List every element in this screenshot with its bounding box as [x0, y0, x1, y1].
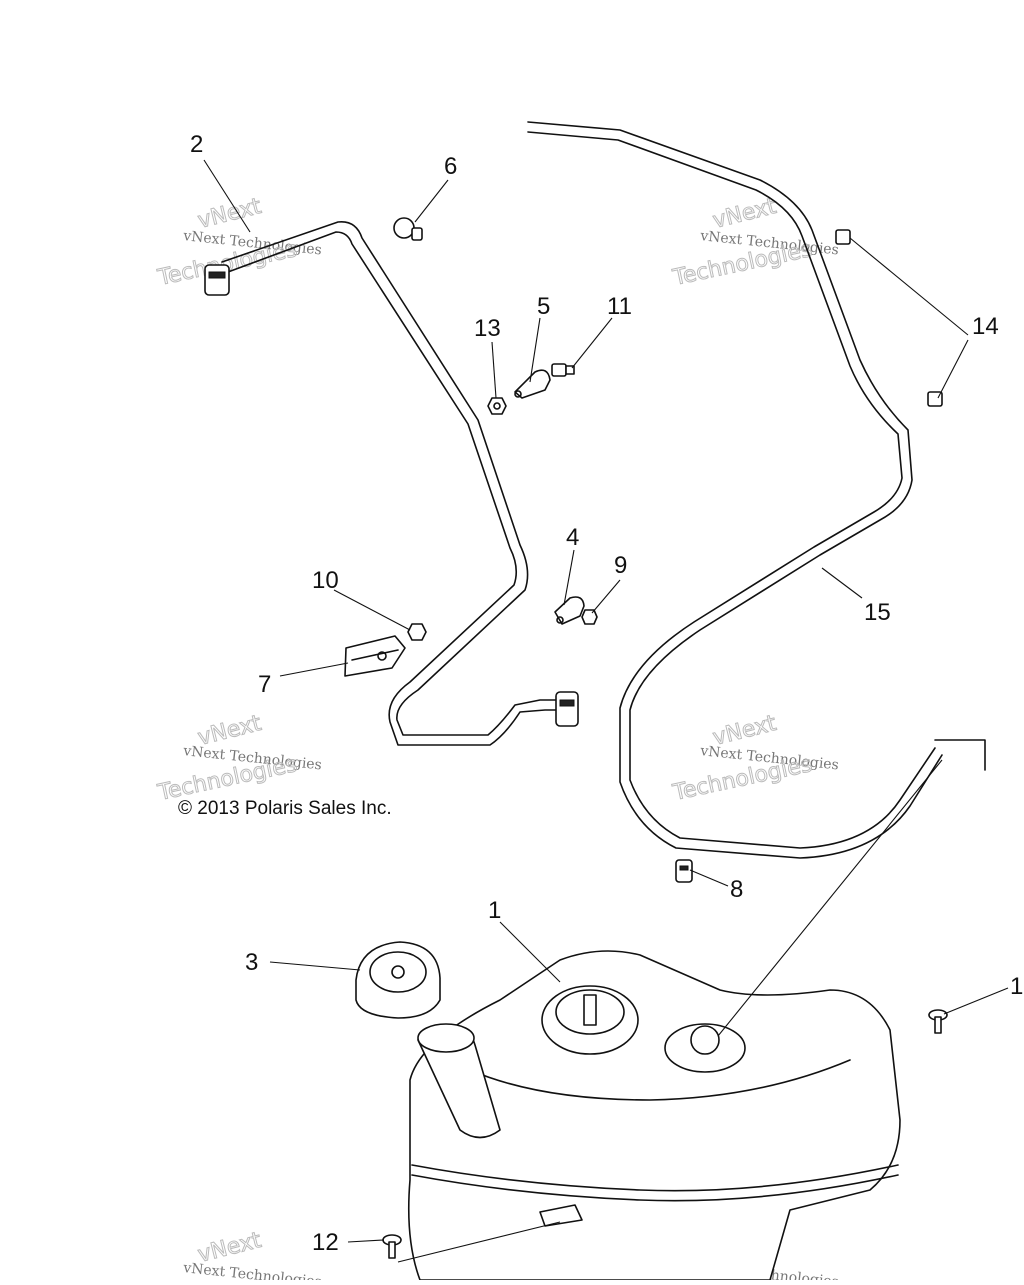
callout-13: 13 [474, 315, 501, 342]
nut-10 [407, 623, 427, 641]
vent-hose-left [204, 221, 579, 746]
fuel-tank [407, 950, 901, 1281]
callout-10: 10 [312, 567, 339, 594]
nut-9 [581, 609, 598, 625]
callout-5: 5 [537, 293, 550, 320]
callout-14: 14 [972, 313, 999, 340]
screw-11 [551, 363, 575, 377]
callout-7: 7 [258, 671, 271, 698]
copyright-notice: © 2013 Polaris Sales Inc. [178, 798, 392, 819]
screw-12-right [928, 1009, 948, 1034]
callout-12: 12 [312, 1229, 339, 1256]
clip-14-lower [927, 391, 943, 407]
screw-12-lower [382, 1234, 402, 1259]
watermark-top-right: vNext vNext Technologies Technologies [670, 193, 840, 291]
callout-9: 9 [614, 552, 627, 579]
callout-8: 8 [730, 876, 743, 903]
callout-3: 3 [245, 949, 258, 976]
callout-15: 15 [864, 599, 891, 626]
bracket-7 [344, 635, 406, 677]
hose-connector-right [555, 691, 579, 727]
clip-14-upper [835, 229, 851, 245]
hose-clamp-5 [514, 369, 551, 399]
vent-hose-right [527, 121, 943, 859]
hose-clamp-4 [554, 596, 585, 625]
watermark-top-left: vNext vNext Technologies Technologies [155, 193, 323, 291]
vent-valve [393, 217, 423, 241]
leader-lines [203, 159, 1009, 1263]
label-marker [934, 739, 986, 771]
hose-connector-left [204, 264, 230, 296]
watermark-mid-left: vNext vNext Technologies Technologies [155, 710, 323, 806]
watermark-mid-right: vNext vNext Technologies Technologies [670, 710, 840, 806]
fuel-cap [355, 941, 441, 1019]
callout-1: 1 [488, 897, 501, 924]
watermark-bottom-left: vNext vNext Technologies [182, 1227, 323, 1285]
callout-2: 2 [190, 131, 203, 158]
callout-12-right: 1 [1010, 973, 1023, 1000]
clip-8 [675, 859, 693, 883]
callout-6: 6 [444, 153, 457, 180]
callout-11: 11 [607, 293, 632, 320]
nut-13 [487, 397, 507, 415]
callout-4: 4 [566, 524, 579, 551]
svg-text:vNext: vNext [710, 194, 779, 234]
svg-text:vNext Technologies: vNext Technologies [182, 1260, 323, 1280]
